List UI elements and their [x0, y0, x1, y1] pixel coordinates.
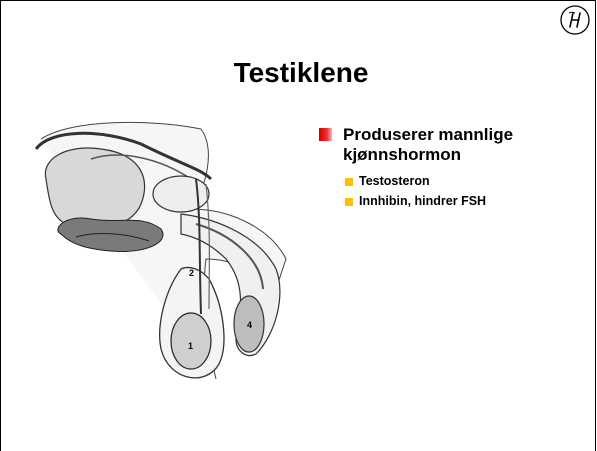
label-2: 2 — [189, 268, 194, 278]
bullet-text: Produserer mannlige kjønnshormon — [343, 125, 513, 164]
slide-title: Testiklene — [171, 57, 431, 89]
sub-bullet-item: Innhibin, hindrer FSH — [319, 191, 589, 211]
red-square-bullet-icon — [319, 128, 332, 141]
bullet-item: Produserer mannlige kjønnshormon — [319, 125, 589, 165]
label-1: 1 — [188, 341, 193, 351]
sub-bullet-list: Testosteron Innhibin, hindrer FSH — [319, 171, 589, 211]
bullet-list: Produserer mannlige kjønnshormon Testost… — [319, 125, 589, 211]
label-4: 4 — [247, 320, 252, 330]
sub-bullet-text: Testosteron — [359, 174, 430, 188]
circled-h-logo-icon — [559, 4, 591, 36]
yellow-square-bullet-icon — [345, 198, 353, 206]
yellow-square-bullet-icon — [345, 178, 353, 186]
sub-bullet-item: Testosteron — [319, 171, 589, 191]
sub-bullet-text: Innhibin, hindrer FSH — [359, 194, 486, 208]
anatomy-illustration-icon: 1 2 4 — [31, 119, 293, 394]
